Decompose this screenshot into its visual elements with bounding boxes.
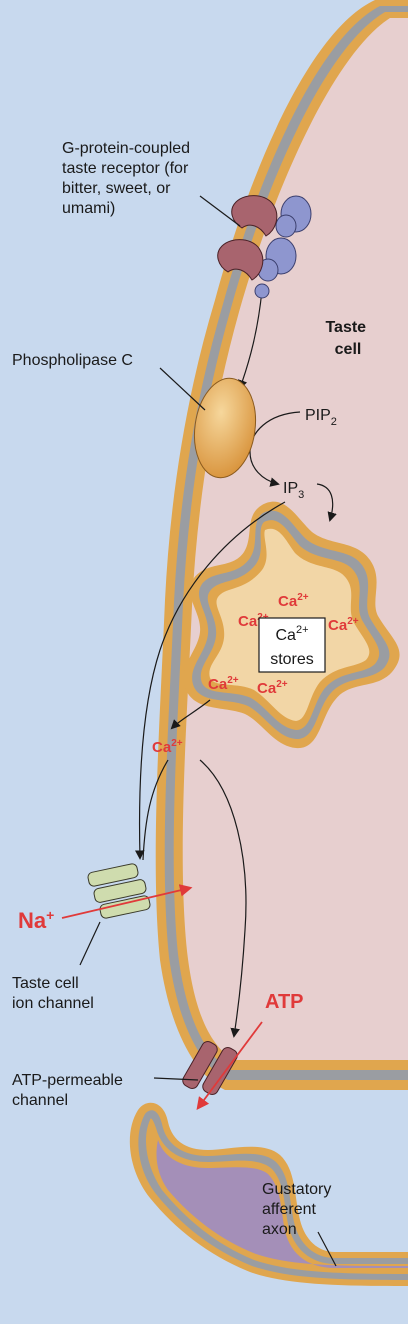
- na-flux-arrow: [61, 884, 193, 919]
- store-ca-label: Ca2+: [257, 679, 288, 697]
- store-ca-label: Ca2+: [278, 592, 309, 610]
- receptor-complex-icon: [217, 195, 312, 299]
- atp-channel-label: ATP-permeable channel: [12, 1072, 127, 1109]
- receptor-label: G-protein-coupled taste receptor (for bi…: [62, 140, 195, 217]
- gustatory-afferent-axon: [129, 1102, 408, 1286]
- sodium-label: Na+: [18, 907, 54, 933]
- cytosolic-ca-label: Ca2+: [152, 738, 183, 756]
- receptor-to-plc-arrow: [238, 289, 263, 390]
- taste-cell-label: Taste cell: [325, 319, 370, 358]
- ip3-to-ion-channel-arrow: [135, 501, 286, 860]
- atp-label: ATP: [265, 991, 304, 1013]
- ip3-label: IP3: [283, 480, 304, 501]
- atp-flux-arrow: [196, 1021, 263, 1111]
- axon-label: Gustatory afferent axon: [262, 1181, 336, 1238]
- ion-channel-leader-line: [79, 921, 101, 966]
- plc-to-ip3-arrow: [249, 411, 301, 487]
- pip2-label: PIP2: [305, 407, 337, 428]
- stores-to-ca-arrow: [170, 699, 211, 730]
- receptor-leader-line: [199, 195, 241, 227]
- phospholipase-label: Phospholipase C: [12, 352, 133, 369]
- stores-label-box: [258, 617, 326, 673]
- signaling-pathway-arrows: [135, 289, 337, 1038]
- ca-to-atp-channel-arrow: [199, 759, 247, 1038]
- atp-channel-icon: [182, 1041, 238, 1095]
- stores-label: Ca2+: [276, 624, 309, 644]
- phospholipase-leader-line: [159, 367, 206, 411]
- axon-leader-line: [317, 1231, 337, 1267]
- store-ca-label: Ca2+: [328, 616, 359, 634]
- atp-channel-leader-line: [153, 1077, 199, 1081]
- ip3-to-stores-arrow: [316, 483, 337, 522]
- ca-to-ion-channel-line: [142, 759, 169, 861]
- phospholipase-c-icon: [193, 377, 257, 479]
- store-ca-label: Ca2+: [208, 675, 239, 693]
- ion-channel-label: Taste cell ion channel: [12, 975, 94, 1012]
- stores-label-line2: stores: [270, 651, 314, 668]
- ion-channel-icon: [87, 863, 151, 919]
